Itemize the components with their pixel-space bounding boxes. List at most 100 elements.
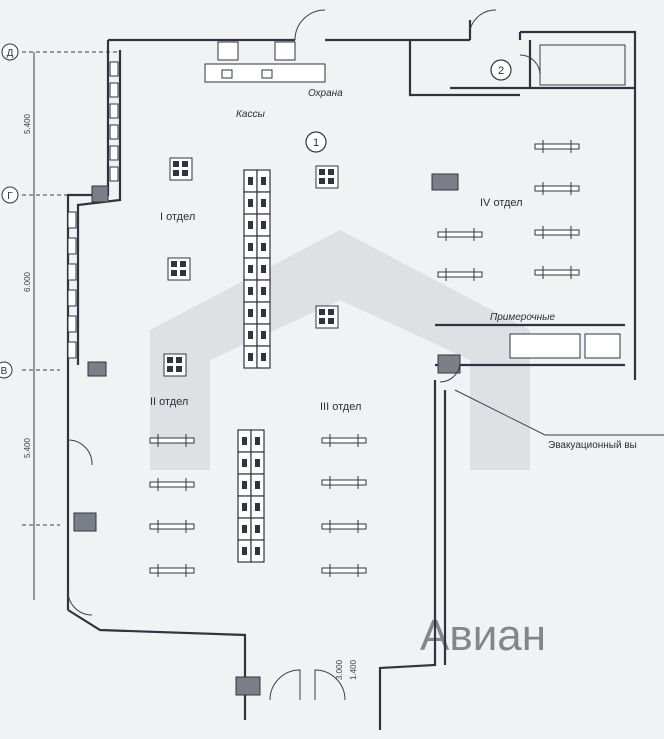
- hanger-rack: [321, 567, 367, 574]
- hanger-rack: [534, 185, 580, 192]
- gondola-cell-mark: [242, 459, 247, 467]
- gondola-cell-mark: [261, 243, 266, 251]
- gondola-cell-mark: [242, 525, 247, 533]
- gondola-cell-mark: [248, 243, 253, 251]
- display-unit-cell: [167, 366, 173, 372]
- gondola-lower: [237, 429, 265, 563]
- display-unit-cell: [182, 161, 188, 167]
- hanger-rack: [321, 523, 367, 530]
- evacuation-exit-label: Эвакуационный вы: [548, 440, 637, 451]
- gondola-cell-mark: [248, 199, 253, 207]
- display-unit-cell: [176, 357, 182, 363]
- hanger-rack: [321, 437, 367, 444]
- hanger-rack: [437, 271, 483, 278]
- doors: [67, 9, 541, 701]
- axis-bubble-d: Д: [1, 43, 19, 61]
- gondola-cell-mark: [248, 287, 253, 295]
- wall-shelf: [67, 289, 77, 307]
- display-unit-cell: [319, 178, 325, 184]
- svg-text:В: В: [1, 366, 8, 377]
- wall-shelf: [67, 263, 77, 281]
- gondola-cell-mark: [261, 331, 266, 339]
- gondola-cell-mark: [261, 221, 266, 229]
- hanger-rack: [534, 269, 580, 276]
- square-display-units: [163, 157, 339, 377]
- gondola-cell-mark: [255, 459, 260, 467]
- wall-shelf: [67, 315, 77, 333]
- dim-d-g: 5.400: [23, 113, 32, 134]
- wall-shelf: [109, 166, 119, 182]
- dept-4-label: IV отдел: [480, 197, 523, 209]
- exit-leader-line: [454, 389, 664, 436]
- gondola-cell-mark: [261, 353, 266, 361]
- hanger-rack: [321, 479, 367, 486]
- hanger-rack: [149, 437, 195, 444]
- gondola-cell-mark: [261, 287, 266, 295]
- gondola-cell-mark: [261, 309, 266, 317]
- wall-shelf: [109, 61, 119, 77]
- display-unit-cell: [319, 309, 325, 315]
- wall-shelf: [109, 82, 119, 98]
- gondola-cell-mark: [255, 547, 260, 555]
- axis-bubble-v: В: [0, 361, 13, 379]
- dept-3-label: III отдел: [320, 401, 361, 413]
- display-unit-cell: [328, 309, 334, 315]
- outer-walls: [66, 20, 637, 730]
- wall-shelf: [67, 341, 77, 359]
- gondola-cell-mark: [248, 221, 253, 229]
- gondola-cell-mark: [248, 309, 253, 317]
- gondola-cell-mark: [255, 481, 260, 489]
- room-marker-2: 2: [490, 59, 512, 81]
- hanger-racks: [149, 140, 580, 577]
- svg-text:Д: Д: [7, 48, 14, 59]
- fitting-rooms: [509, 333, 621, 359]
- gondola-cell-mark: [242, 481, 247, 489]
- gondola-cell-mark: [255, 437, 260, 445]
- watermark-logo: [150, 230, 530, 470]
- gondola-cell-mark: [242, 503, 247, 511]
- display-unit-cell: [167, 357, 173, 363]
- display-unit-cell: [176, 366, 182, 372]
- display-unit-cell: [180, 261, 186, 267]
- svg-text:2: 2: [498, 65, 504, 77]
- gondola-cell-mark: [255, 503, 260, 511]
- svg-text:Г: Г: [7, 191, 13, 202]
- gondola-cell-mark: [248, 177, 253, 185]
- columns: [73, 173, 461, 696]
- gondola-cell-mark: [248, 331, 253, 339]
- svg-text:1: 1: [313, 137, 319, 149]
- wall-shelving: [67, 61, 119, 359]
- dept-1-label: I отдел: [160, 211, 195, 223]
- gondola-cell-mark: [242, 437, 247, 445]
- gondola-cell-mark: [255, 525, 260, 533]
- gondola-cell-mark: [261, 199, 266, 207]
- display-unit-cell: [328, 178, 334, 184]
- gondola-upper: [243, 169, 271, 369]
- dept-2-label: II отдел: [150, 396, 188, 408]
- cash-counter: [204, 41, 326, 83]
- display-unit-cell: [171, 261, 177, 267]
- display-unit-cell: [182, 170, 188, 176]
- watermark-text: Авиан: [420, 611, 546, 660]
- dim-door-1: 3.000: [335, 659, 344, 680]
- room-kassy: Кассы: [236, 109, 265, 120]
- dim-g-v: 6.000: [23, 271, 32, 292]
- display-unit-cell: [319, 318, 325, 324]
- gondola-cell-mark: [261, 265, 266, 273]
- dim-door-2: 1.400: [349, 659, 358, 680]
- wall-shelf: [109, 103, 119, 119]
- hanger-rack: [149, 567, 195, 574]
- wall-shelf: [109, 124, 119, 140]
- display-unit-cell: [319, 169, 325, 175]
- gondola-cell-mark: [261, 177, 266, 185]
- wall-shelf: [109, 145, 119, 161]
- hanger-rack: [534, 143, 580, 150]
- gondola-cell-mark: [248, 353, 253, 361]
- room-okhrana: Охрана: [308, 88, 343, 99]
- hanger-rack: [437, 231, 483, 238]
- axis-bubble-g: Г: [1, 186, 19, 204]
- gondola-cell-mark: [242, 547, 247, 555]
- display-unit-cell: [328, 169, 334, 175]
- fitting-room-label: Примерочные: [490, 312, 555, 323]
